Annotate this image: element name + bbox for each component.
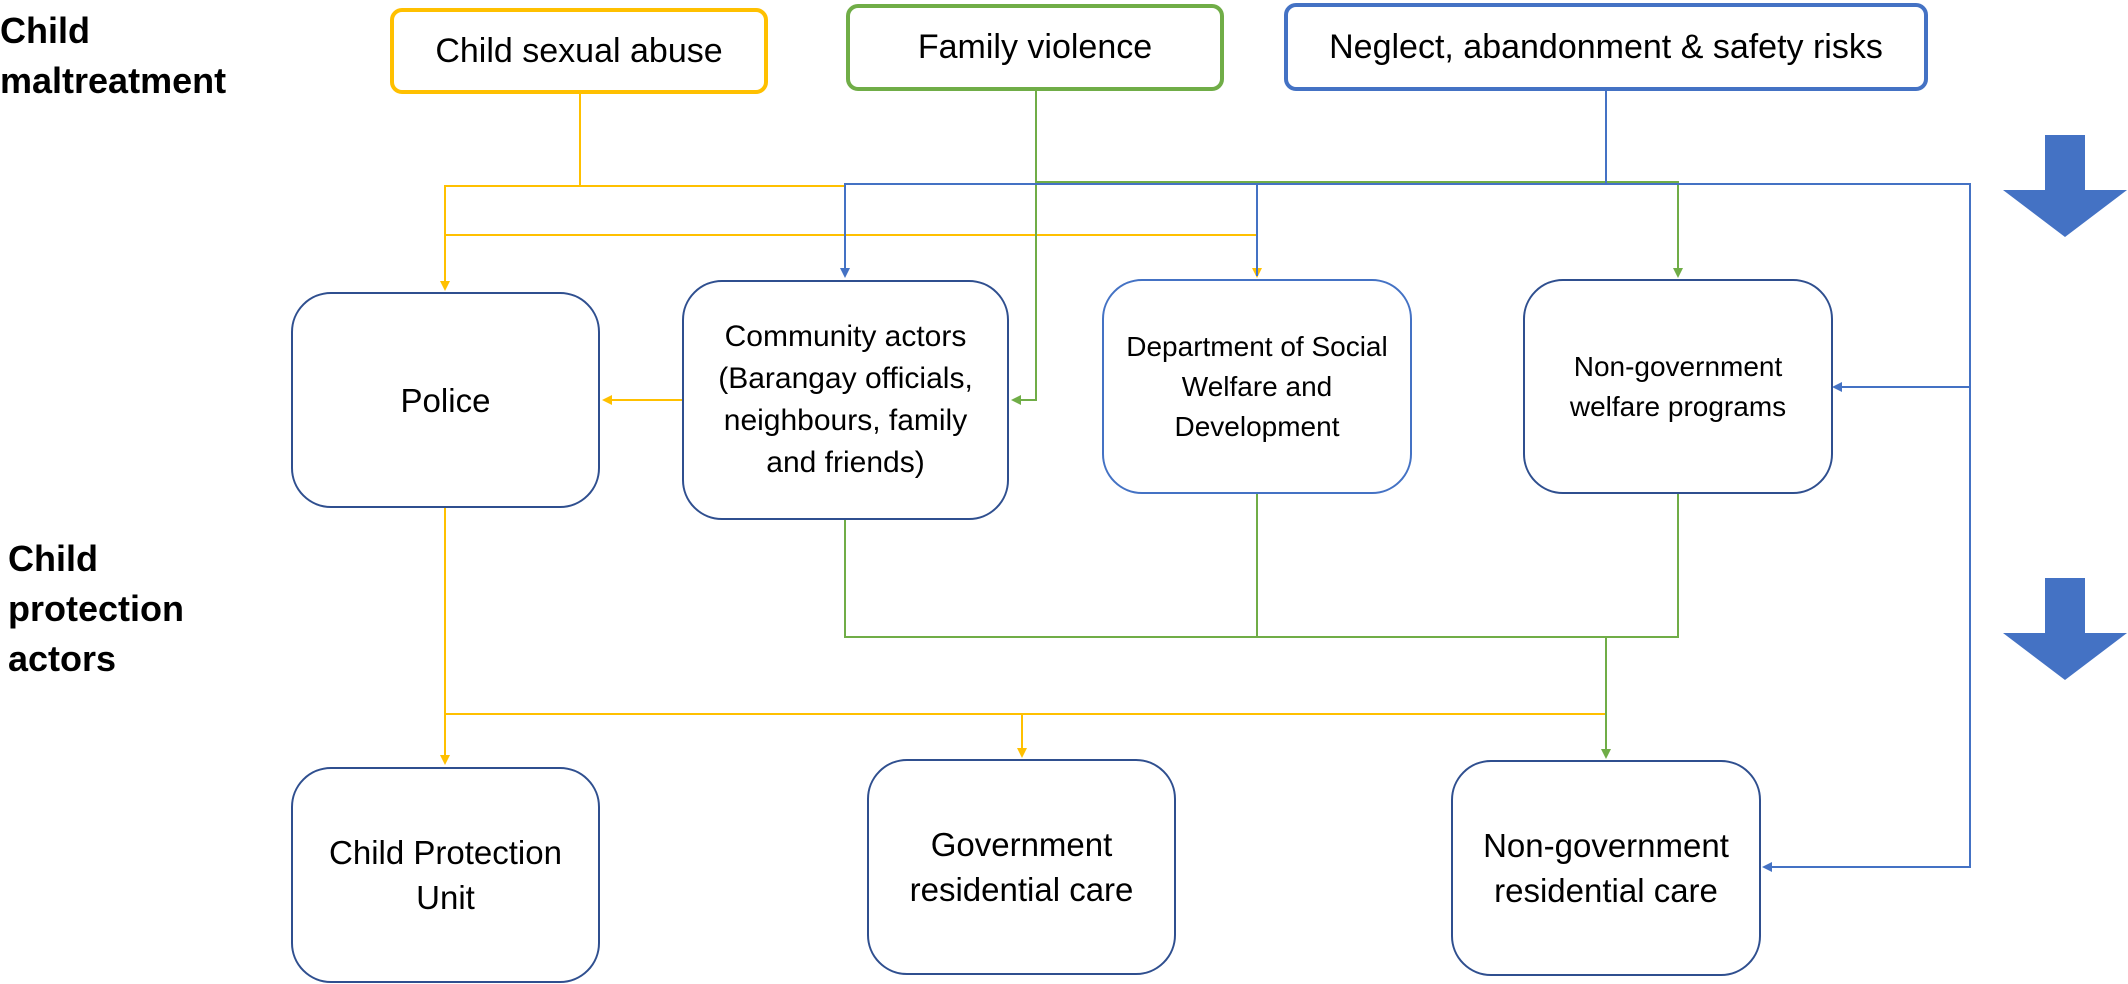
dswd-box: Department of Social Welfare and Develop… xyxy=(1102,279,1412,494)
child-protection-unit-box: Child Protection Unit xyxy=(291,767,600,983)
ngo-residential-care-box: Non-government residential care xyxy=(1451,760,1761,976)
child-protection-actors-label: Child protection actors xyxy=(8,538,184,679)
government-residential-care-box: Government residential care xyxy=(867,759,1176,975)
ngo-welfare-label: Non-government welfare programs xyxy=(1569,350,1787,422)
dswd-label: Department of Social Welfare and Develop… xyxy=(1126,330,1388,442)
police-label: Police xyxy=(400,381,491,419)
ngo-residential-care-label: Non-government residential care xyxy=(1483,827,1729,909)
child-sexual-abuse-label: Child sexual abuse xyxy=(435,31,723,70)
neglect-box: Neglect, abandonment & safety risks xyxy=(1284,3,1928,91)
sexual-abuse-connectors xyxy=(440,94,1606,765)
child-maltreatment-label: Child maltreatment xyxy=(0,10,227,101)
down-arrow-icon xyxy=(2003,135,2127,237)
family-violence-box: Family violence xyxy=(846,4,1224,91)
community-actors-label: Community actors (Barangay officials, ne… xyxy=(718,320,973,479)
police-box: Police xyxy=(291,292,600,508)
down-arrow-icon xyxy=(2003,578,2127,680)
child-protection-unit-label: Child Protection Unit xyxy=(329,834,562,916)
family-violence-connectors xyxy=(844,91,1683,759)
family-violence-label: Family violence xyxy=(917,28,1153,66)
neglect-label: Neglect, abandonment & safety risks xyxy=(1329,27,1883,66)
neglect-connectors xyxy=(840,91,1971,872)
community-actors-box: Community actors (Barangay officials, ne… xyxy=(682,280,1009,520)
child-sexual-abuse-box: Child sexual abuse xyxy=(390,8,768,94)
ngo-welfare-box: Non-government welfare programs xyxy=(1523,279,1833,494)
government-residential-care-label: Government residential care xyxy=(909,826,1134,908)
